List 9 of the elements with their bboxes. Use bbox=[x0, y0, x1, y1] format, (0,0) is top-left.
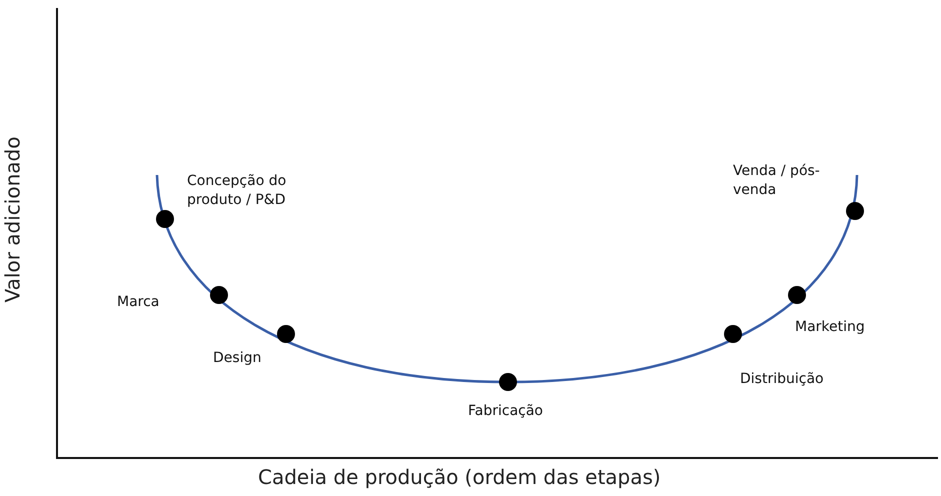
stage-label: Marketing bbox=[795, 318, 866, 337]
stage-label: Fabricação bbox=[468, 402, 544, 421]
stage-label: Venda / pós-venda bbox=[733, 162, 821, 200]
axis-title: Valor adicionado bbox=[3, 136, 22, 302]
axis-title: Cadeia de produção (ordem das etapas) bbox=[258, 468, 661, 487]
stage-label: Marca bbox=[117, 293, 160, 312]
stage-label: Concepção do produto / P&D bbox=[187, 172, 288, 210]
stage-label: Distribuição bbox=[740, 370, 825, 389]
stage-label: Design bbox=[213, 349, 262, 368]
